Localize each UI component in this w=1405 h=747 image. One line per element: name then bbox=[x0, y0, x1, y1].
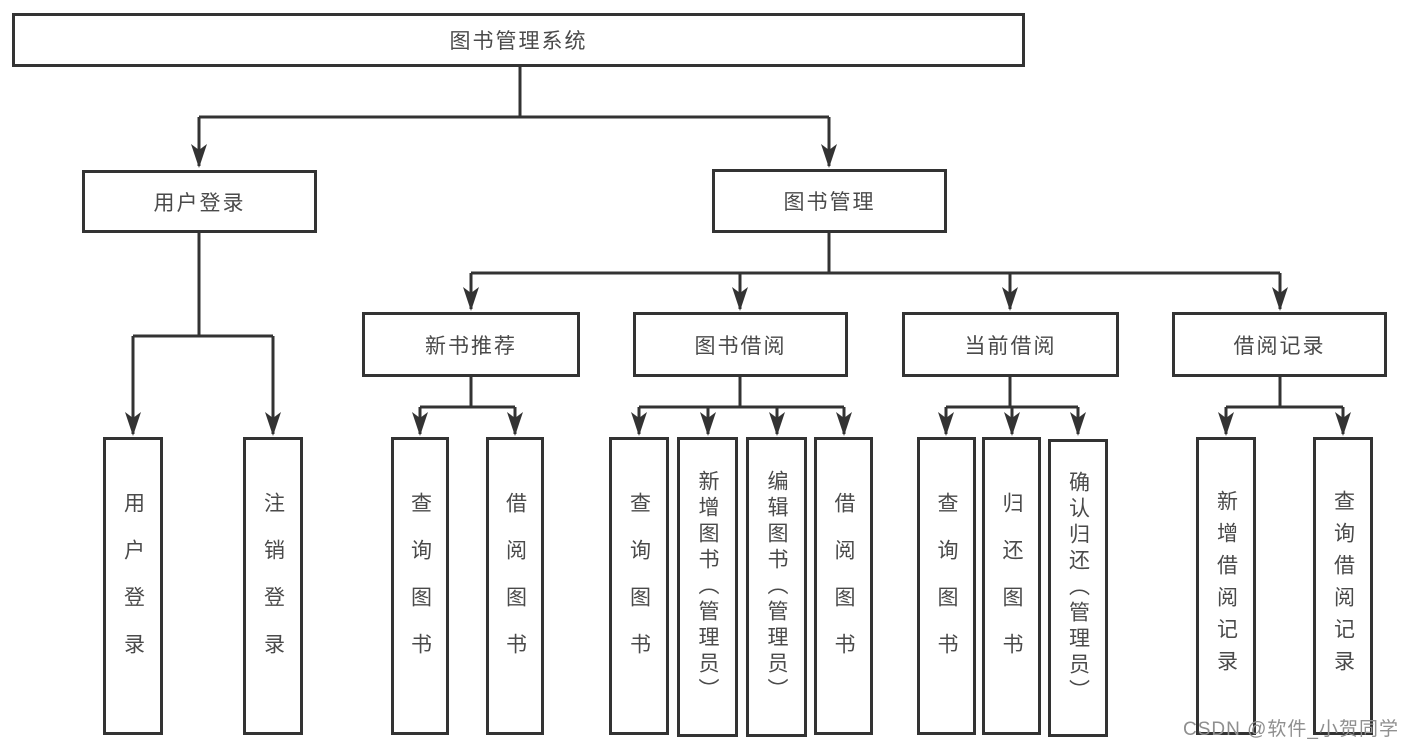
leaf-query-books-borrow: 查询图书 bbox=[609, 437, 669, 735]
leaf-confirm-return-admin: 确认归还（管理员） bbox=[1048, 439, 1108, 737]
leaf-add-borrow-record-label: 新增借阅记录 bbox=[1214, 490, 1238, 682]
leaf-query-books-borrow-label: 查询图书 bbox=[627, 492, 651, 680]
leaf-query-books-current: 查询图书 bbox=[917, 437, 976, 735]
leaf-borrow-books-label: 借阅图书 bbox=[832, 492, 855, 680]
csdn-watermark: CSDN @软件_小贺同学 bbox=[1183, 719, 1399, 740]
leaf-user-login: 用户登录 bbox=[103, 437, 163, 735]
node-new-book-recommend: 新书推荐 bbox=[362, 312, 580, 377]
leaf-query-books-recommend-label: 查询图书 bbox=[408, 492, 432, 680]
connector-current-borrow-children bbox=[938, 377, 1086, 436]
leaf-borrow-books-recommend-label: 借阅图书 bbox=[503, 492, 527, 680]
leaf-return-books: 归还图书 bbox=[982, 437, 1041, 735]
leaf-return-books-label: 归还图书 bbox=[1000, 492, 1023, 680]
node-book-borrow-label: 图书借阅 bbox=[694, 334, 787, 358]
connector-new-book-children bbox=[412, 377, 523, 436]
leaf-query-borrow-record: 查询借阅记录 bbox=[1313, 437, 1373, 735]
leaf-add-borrow-record: 新增借阅记录 bbox=[1196, 437, 1256, 735]
node-user-login: 用户登录 bbox=[82, 170, 317, 233]
connector-borrow-record-children bbox=[1218, 377, 1351, 436]
leaf-confirm-return-admin-label: 确认归还（管理员） bbox=[1066, 471, 1090, 705]
leaf-query-borrow-record-label: 查询借阅记录 bbox=[1331, 490, 1355, 682]
leaf-query-books-current-label: 查询图书 bbox=[935, 492, 958, 680]
node-book-borrow: 图书借阅 bbox=[633, 312, 848, 377]
leaf-add-books-admin-label: 新增图书（管理员） bbox=[696, 470, 719, 704]
node-book-management-label: 图书管理 bbox=[783, 191, 876, 214]
node-root-system: 图书管理系统 bbox=[12, 13, 1025, 67]
node-new-book-recommend-label: 新书推荐 bbox=[425, 334, 517, 358]
node-borrow-records: 借阅记录 bbox=[1172, 312, 1387, 377]
connector-user-login-children bbox=[125, 233, 281, 436]
node-current-borrow-label: 当前借阅 bbox=[964, 334, 1057, 358]
leaf-add-books-admin: 新增图书（管理员） bbox=[677, 437, 738, 737]
leaf-user-login-label: 用户登录 bbox=[121, 492, 145, 680]
node-book-management: 图书管理 bbox=[712, 169, 947, 233]
leaf-edit-books-admin-label: 编辑图书（管理员） bbox=[765, 470, 788, 704]
leaf-logout: 注销登录 bbox=[243, 437, 303, 735]
connector-root-to-level1 bbox=[191, 67, 837, 168]
leaf-logout-label: 注销登录 bbox=[261, 492, 285, 680]
node-borrow-records-label: 借阅记录 bbox=[1233, 334, 1326, 358]
connector-book-management-children bbox=[463, 232, 1288, 311]
leaf-edit-books-admin: 编辑图书（管理员） bbox=[746, 437, 807, 737]
leaf-borrow-books: 借阅图书 bbox=[814, 437, 873, 735]
connector-book-borrow-children bbox=[631, 377, 852, 436]
leaf-borrow-books-recommend: 借阅图书 bbox=[486, 437, 544, 735]
node-root-label: 图书管理系统 bbox=[449, 30, 588, 53]
leaf-query-books-recommend: 查询图书 bbox=[391, 437, 449, 735]
node-user-login-label: 用户登录 bbox=[153, 191, 246, 215]
node-current-borrow: 当前借阅 bbox=[902, 312, 1119, 377]
